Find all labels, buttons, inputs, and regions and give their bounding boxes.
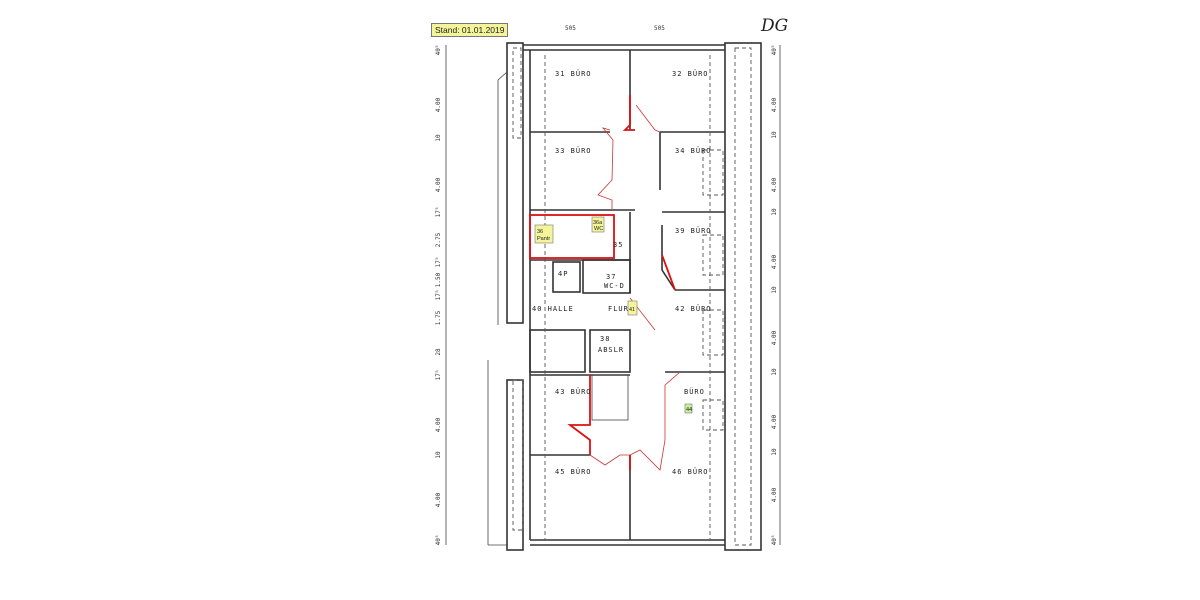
room-41: FLUR [608, 305, 629, 313]
right-dim-7: 4.00 [771, 330, 778, 345]
left-dimensions: 40⁵ 4.00 10 4.00 17⁵ 2.75 17⁵ 1.50 17⁵ 1.75 28 17⁵ 4… [435, 45, 442, 546]
left-dim-0: 40⁵ [435, 45, 442, 56]
tag-36 [534, 224, 554, 244]
left-dim-15: 40⁵ [435, 535, 442, 546]
tag-36a [591, 216, 605, 233]
right-dimensions: 40⁵ 4.00 10 4.00 10 4.00 10 4.00 10 4.00 10 4.00 40⁵ [771, 45, 778, 546]
room-37-wc: WC-D [604, 282, 625, 290]
right-dim-10: 10 [771, 448, 778, 456]
left-dim-5: 2.75 [435, 232, 442, 247]
left-dim-3: 4.00 [435, 177, 442, 192]
left-dim-4: 17⁵ [435, 207, 442, 218]
room-36-pantry: Pantr [537, 236, 550, 242]
left-dim-11: 17⁵ [435, 370, 442, 381]
room-35: 35 [613, 241, 623, 249]
room-34: 34 BÜRO [675, 146, 712, 155]
room-36: 36 [537, 229, 543, 235]
right-dim-0: 40⁵ [771, 45, 778, 56]
top-dim-1: 505 [565, 25, 576, 32]
room-4p: 4P [558, 270, 568, 278]
room-33: 33 BÜRO [555, 146, 592, 155]
room-38: 38 [600, 335, 610, 343]
tag-44 [684, 403, 693, 414]
right-dim-11: 4.00 [771, 487, 778, 502]
right-dim-6: 10 [771, 286, 778, 294]
room-32: 32 BÜRO [672, 69, 709, 78]
room-43: 43 BÜRO [555, 387, 592, 396]
left-dim-6: 17⁵ [435, 257, 442, 268]
right-dim-9: 4.00 [771, 414, 778, 429]
left-dim-14: 4.00 [435, 492, 442, 507]
right-dim-4: 10 [771, 208, 778, 216]
right-dim-3: 4.00 [771, 177, 778, 192]
room-42: 42 BÜRO [675, 304, 712, 313]
room-labels: 31 BÜRO 32 BÜRO 33 BÜRO 34 BÜRO 36 Pantr… [532, 69, 712, 476]
room-37: 37 [606, 273, 616, 281]
left-dim-10: 28 [435, 348, 442, 356]
left-dim-2: 10 [435, 134, 442, 142]
room-45: 45 BÜRO [555, 467, 592, 476]
room-40: 40 HALLE [532, 305, 574, 313]
left-dim-12: 4.00 [435, 417, 442, 432]
right-dim-12: 40⁵ [771, 535, 778, 546]
right-dim-2: 10 [771, 131, 778, 139]
left-dim-1: 4.00 [435, 97, 442, 112]
room-38-absl: ABSLR [598, 346, 624, 354]
left-dim-8: 17⁵ [435, 290, 442, 301]
left-dim-13: 10 [435, 451, 442, 459]
top-dim-2: 505 [654, 25, 665, 32]
left-dim-7: 1.50 [435, 272, 442, 287]
floor-label: DG [761, 16, 789, 36]
right-dim-5: 4.00 [771, 254, 778, 269]
interior-walls [529, 50, 725, 540]
room-36a: 36a [593, 220, 603, 226]
left-dim-9: 1.75 [435, 310, 442, 325]
room-46: 46 BÜRO [672, 467, 709, 476]
room-44-tag: 44 [686, 407, 692, 413]
room-31: 31 BÜRO [555, 69, 592, 78]
red-markings [529, 95, 681, 471]
outer-walls [487, 42, 762, 551]
room-36a-wc: WC [594, 226, 603, 232]
room-39: 39 BÜRO [675, 226, 712, 235]
room-41-tag: 41 [629, 307, 635, 313]
room-44: BÜRO [684, 387, 705, 396]
stand-date-label: Stand: 01.01.2019 [431, 23, 509, 37]
right-dim-8: 10 [771, 368, 778, 376]
right-dim-1: 4.00 [771, 97, 778, 112]
dimension-lines: 505 505 [445, 25, 781, 545]
tag-41 [627, 300, 638, 316]
